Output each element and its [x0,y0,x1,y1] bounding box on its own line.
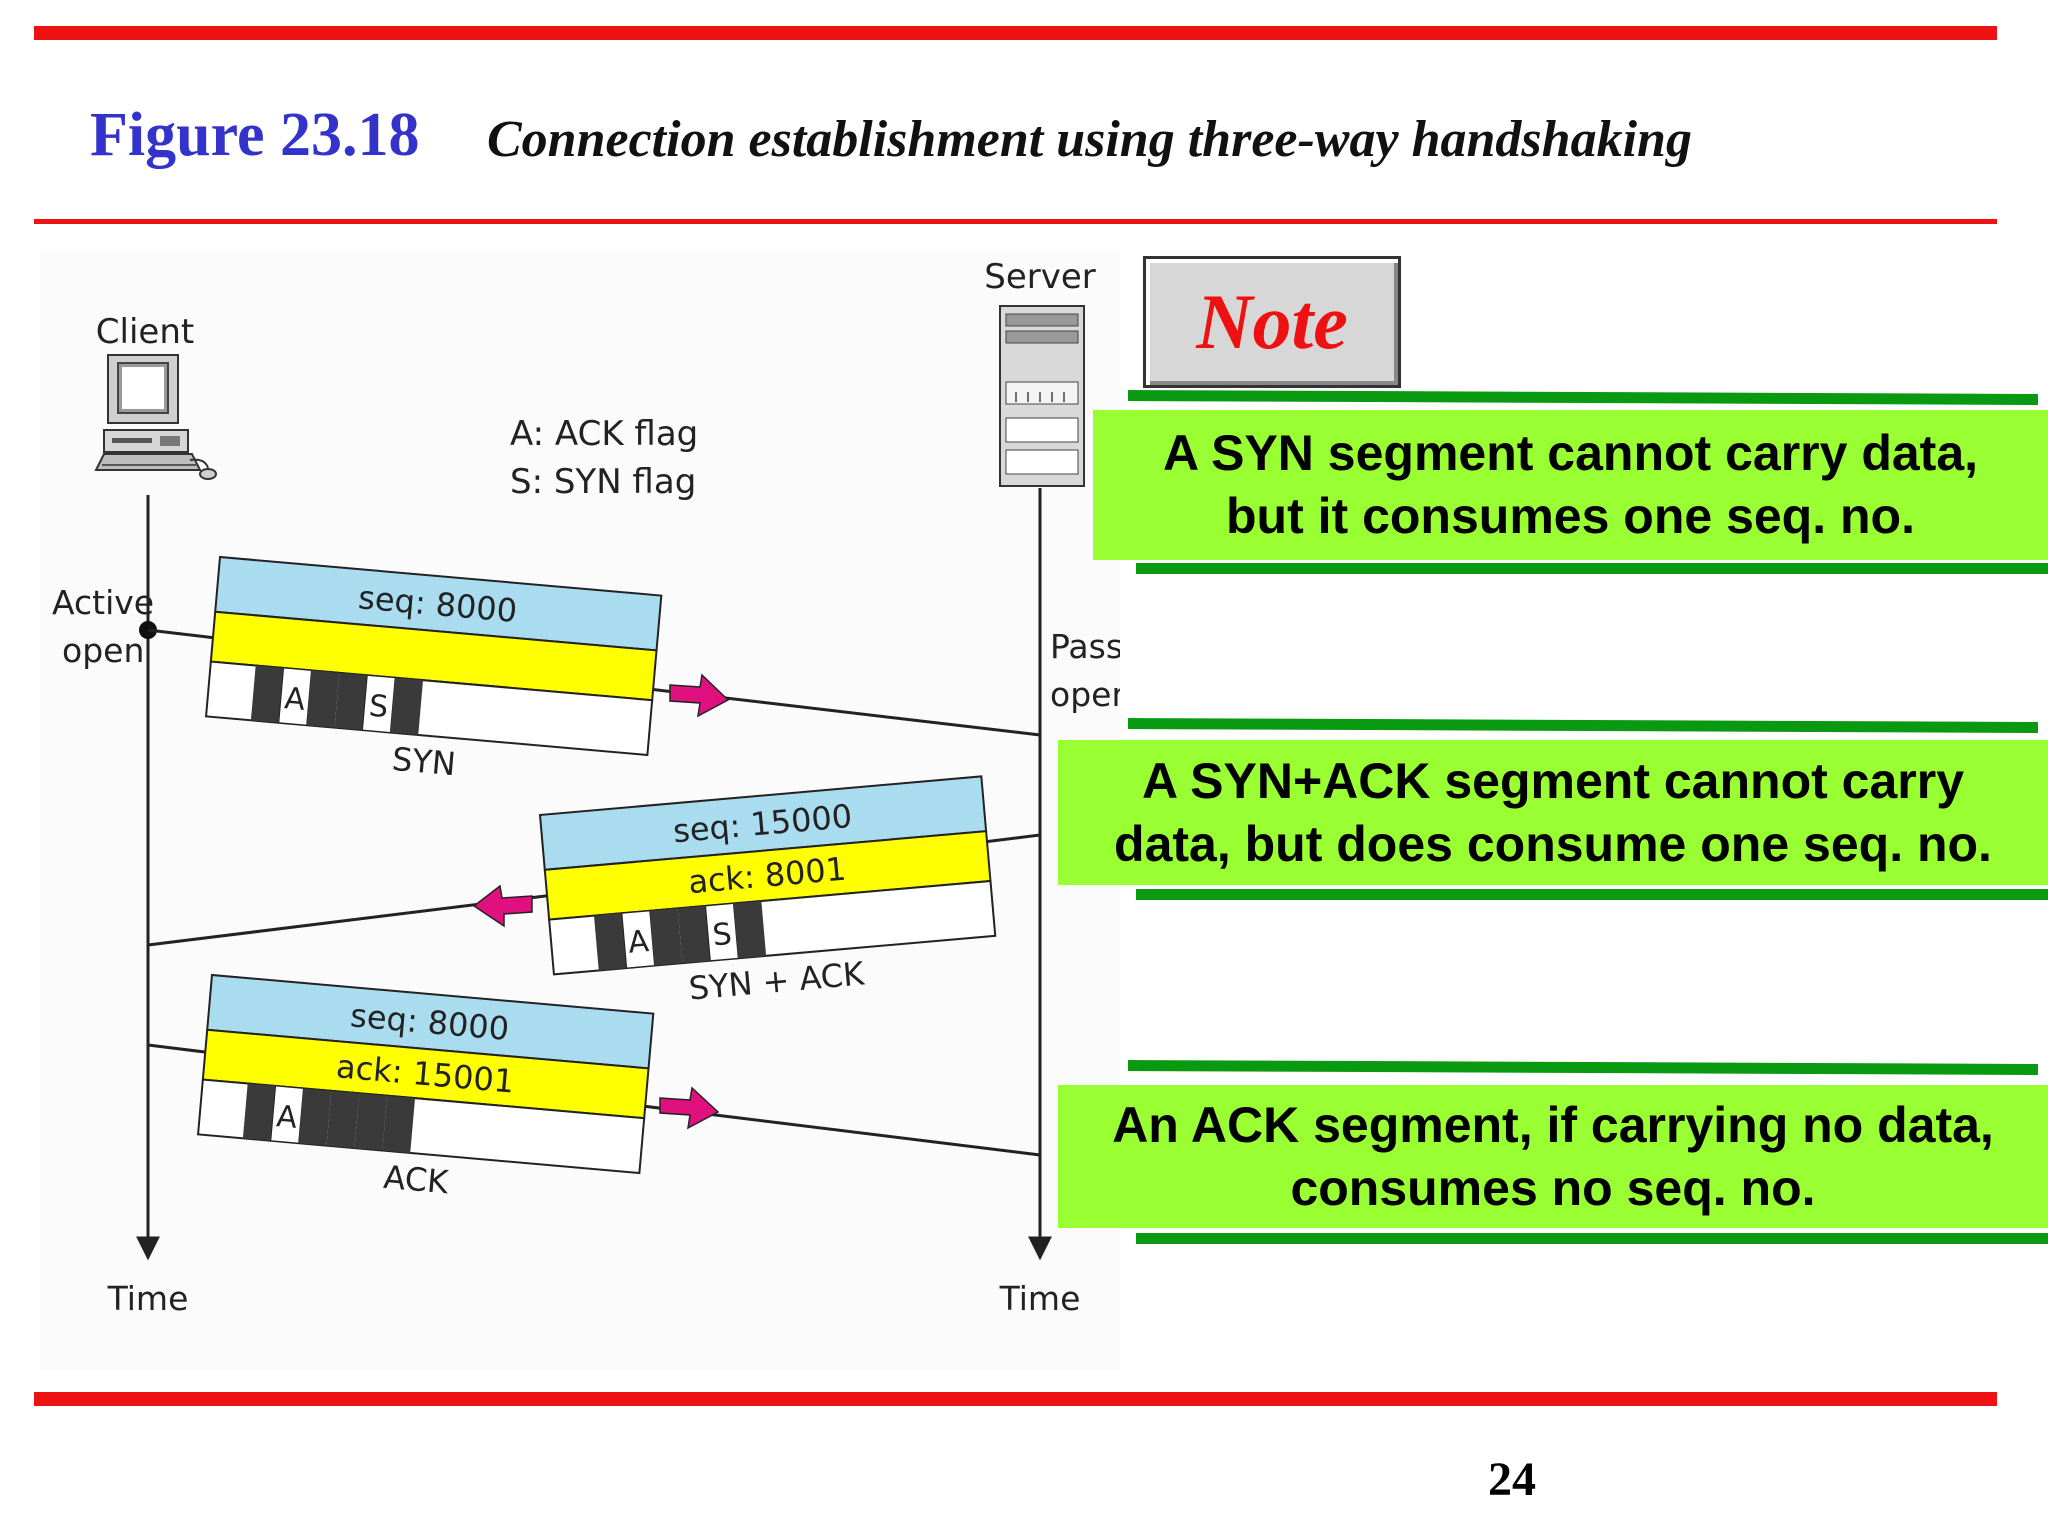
ack-flag-a: A [275,1099,299,1136]
note-2-box: A SYN+ACK segment cannot carry data, but… [1058,740,2048,885]
client-label: Client [96,312,194,352]
note-2-top-bar [1127,718,2039,733]
syn-flag-s: S [368,689,390,726]
page-number: 24 [1488,1453,1536,1506]
top-rule [34,26,1997,40]
note-1-text: A SYN segment cannot carry data, but it … [1162,425,1979,544]
synack-direction-arrow [472,884,533,928]
note-3-text: An ACK segment, if carrying no data, con… [1112,1096,1994,1216]
passive-label-1: Passive [1050,627,1120,666]
note-3-bottom-bar [1136,1233,2048,1244]
note-3-top-bar [1127,1060,2039,1075]
ack-segment: A seq: 8000 ack: 15001 ACK [196,973,655,1202]
handshake-diagram: Client Server A: ACK flag S: SYN flag Ac… [40,250,1120,1370]
synack-segment: A S seq: 15000 ack: 8001 SYN + ACK [538,775,997,1008]
note-heading: Note [1196,278,1348,365]
client-time-label: Time [107,1279,189,1318]
legend-ack-flag: A: ACK flag [510,414,698,454]
note-1-box: A SYN segment cannot carry data, but it … [1093,410,2048,560]
figure-title: Connection establishment using three-way… [487,111,1692,168]
ack-direction-arrow [659,1086,720,1130]
active-label-2: open [62,631,144,670]
note-2-text: A SYN+ACK segment cannot carry data, but… [1114,752,1992,872]
syn-flag-a: A [283,681,307,718]
server-label: Server [984,257,1096,297]
note-1-top-bar [1127,390,2039,405]
synack-flag-s: S [711,917,733,954]
active-label-1: Active [52,583,154,622]
note-2-bottom-bar [1136,889,2048,900]
note-1-bottom-bar [1136,563,2048,574]
server-tower-icon [999,305,1085,487]
bottom-rule [34,1392,1997,1406]
legend-syn-flag: S: SYN flag [510,462,696,502]
passive-label-2: open [1050,675,1120,714]
note-heading-box: Note [1143,256,1401,388]
syn-segment-label: SYN [391,740,458,783]
ack-segment-label: ACK [382,1158,451,1202]
client-computer-icon [94,354,217,480]
syn-segment: A S seq: 8000 SYN [204,555,663,783]
title-rule [34,219,1997,224]
note-3-box: An ACK segment, if carrying no data, con… [1058,1085,2048,1228]
server-time-label: Time [999,1279,1081,1318]
synack-segment-label: SYN + ACK [687,954,866,1007]
figure-number: Figure 23.18 [90,101,420,169]
syn-direction-arrow [669,673,730,718]
synack-flag-a: A [627,924,651,961]
